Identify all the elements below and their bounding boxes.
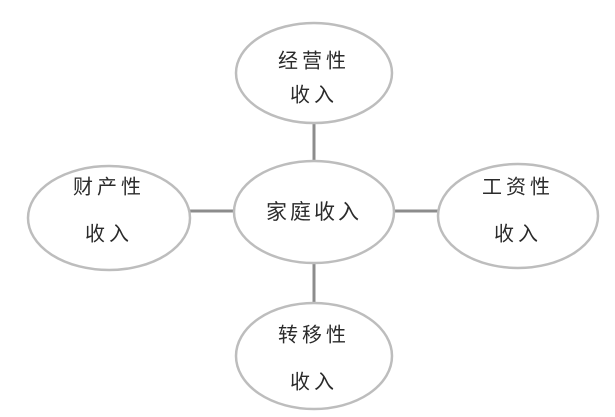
- node-bottom-line1: 转移性: [278, 323, 350, 347]
- connectors: [190, 122, 438, 306]
- node-right-line1: 工资性: [482, 175, 554, 199]
- node-bottom-ellipse: [234, 301, 394, 411]
- node-right-ellipse: [436, 162, 600, 270]
- node-top-ellipse: [234, 21, 394, 125]
- node-top-line2: 收入: [290, 83, 338, 107]
- node-left-ellipse: [26, 164, 192, 272]
- node-right-line2: 收入: [494, 222, 542, 246]
- node-top-line1: 经营性: [278, 49, 350, 73]
- node-left-line1: 财产性: [73, 175, 145, 199]
- node-left-line2: 收入: [85, 222, 133, 246]
- node-center-ellipse: [232, 159, 396, 265]
- node-center: 家庭收入: [232, 159, 396, 265]
- node-right: 工资性 收入: [436, 162, 600, 270]
- node-bottom-line2: 收入: [290, 370, 338, 394]
- node-center-label: 家庭收入: [266, 200, 362, 224]
- node-bottom: 转移性 收入: [234, 301, 394, 411]
- node-top: 经营性 收入: [234, 21, 394, 125]
- node-left: 财产性 收入: [26, 164, 192, 272]
